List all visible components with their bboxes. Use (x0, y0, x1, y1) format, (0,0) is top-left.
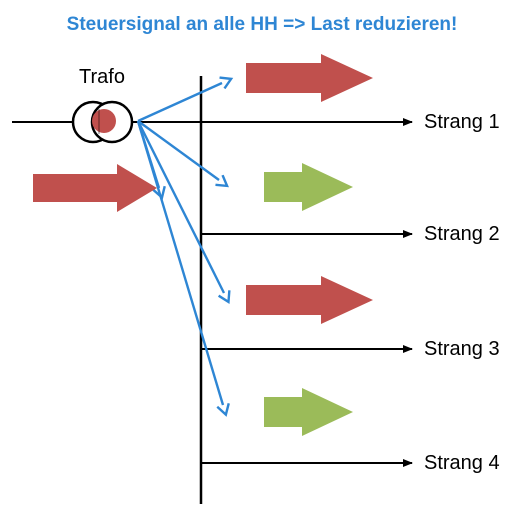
strand-label-4: Strang 4 (424, 452, 500, 474)
diagram-title: Steuersignal an alle HH => Last reduzier… (66, 14, 458, 35)
strand-label-3: Strang 3 (424, 338, 500, 360)
signal-arrows-icon (136, 83, 224, 405)
signal-arrow-1 (137, 83, 222, 123)
transformer-label: Trafo (79, 66, 125, 88)
transformer-icon (71, 100, 134, 144)
strand-label-2: Strang 2 (424, 223, 500, 245)
strand-label-1: Strang 1 (424, 111, 500, 133)
incoming-power-arrow (33, 164, 157, 212)
load-arrow-2-green (264, 163, 353, 211)
load-arrow-1-red (246, 54, 373, 102)
signal-arrow-4 (136, 120, 224, 293)
load-arrow-3-red (246, 276, 373, 324)
signal-arrow-5 (136, 120, 223, 405)
signal-arrow-3 (137, 120, 219, 180)
load-arrow-4-green (264, 388, 353, 436)
